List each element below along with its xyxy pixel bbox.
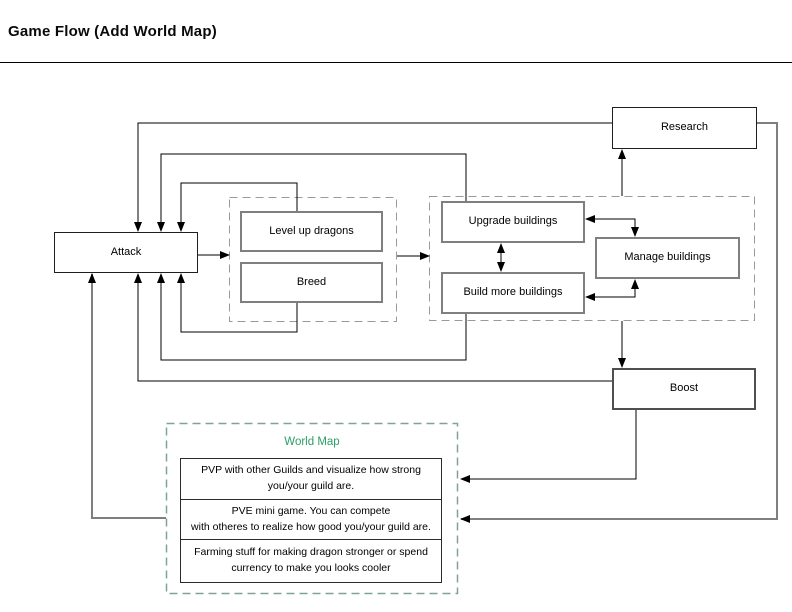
edge-boost-worldmap [460,410,637,483]
world-map-title: World Map [284,436,340,448]
edge-breed-attack [177,273,298,333]
world-map-row-pve: PVE mini game. You can compete with othe… [180,499,442,540]
node-upgrade-buildings: Upgrade buildings [441,201,585,243]
world-map-row-pvp-line1: PVP with other Guilds and visualize how … [201,464,421,477]
edge-worldmap-attack [88,273,166,519]
edge-build-attack [157,273,467,361]
edge-upgrade-attack [157,153,467,232]
node-boost: Boost [612,368,756,410]
node-build-more-buildings: Build more buildings [441,272,585,314]
world-map-table: PVP with other Guilds and visualize how … [180,458,442,583]
edge-level-attack [177,182,298,232]
node-breed: Breed [240,262,383,303]
edge-research-attack [134,122,612,232]
edge-upgrade-manage [585,215,639,237]
node-level-up-dragons: Level up dragons [240,211,383,252]
node-attack: Attack [54,232,198,273]
world-map-row-pve-line1: PVE mini game. You can compete [231,504,391,517]
world-map-row-farming-line2: currency to make you looks cooler [231,562,391,574]
node-research: Research [612,107,757,149]
world-map-row-pvp: PVP with other Guilds and visualize how … [180,458,442,500]
world-map-row-farming: Farming stuff for making dragon stronger… [180,539,442,583]
title-divider [0,62,792,63]
page-title: Game Flow (Add World Map) [8,23,217,40]
dragon-group-frame [229,197,397,322]
world-map-row-pve-line2: with otheres to realize how good you/you… [191,520,431,533]
world-map-row-pvp-line2: you/your guild are. [267,480,355,492]
edge-boost-attack [134,273,612,382]
edge-research-worldmap [460,122,778,523]
world-map-frame [165,422,459,595]
edge-build-manage [585,279,639,301]
node-manage-buildings: Manage buildings [595,237,740,279]
world-map-row-farming-line1: Farming stuff for making dragon stronger… [194,546,428,559]
